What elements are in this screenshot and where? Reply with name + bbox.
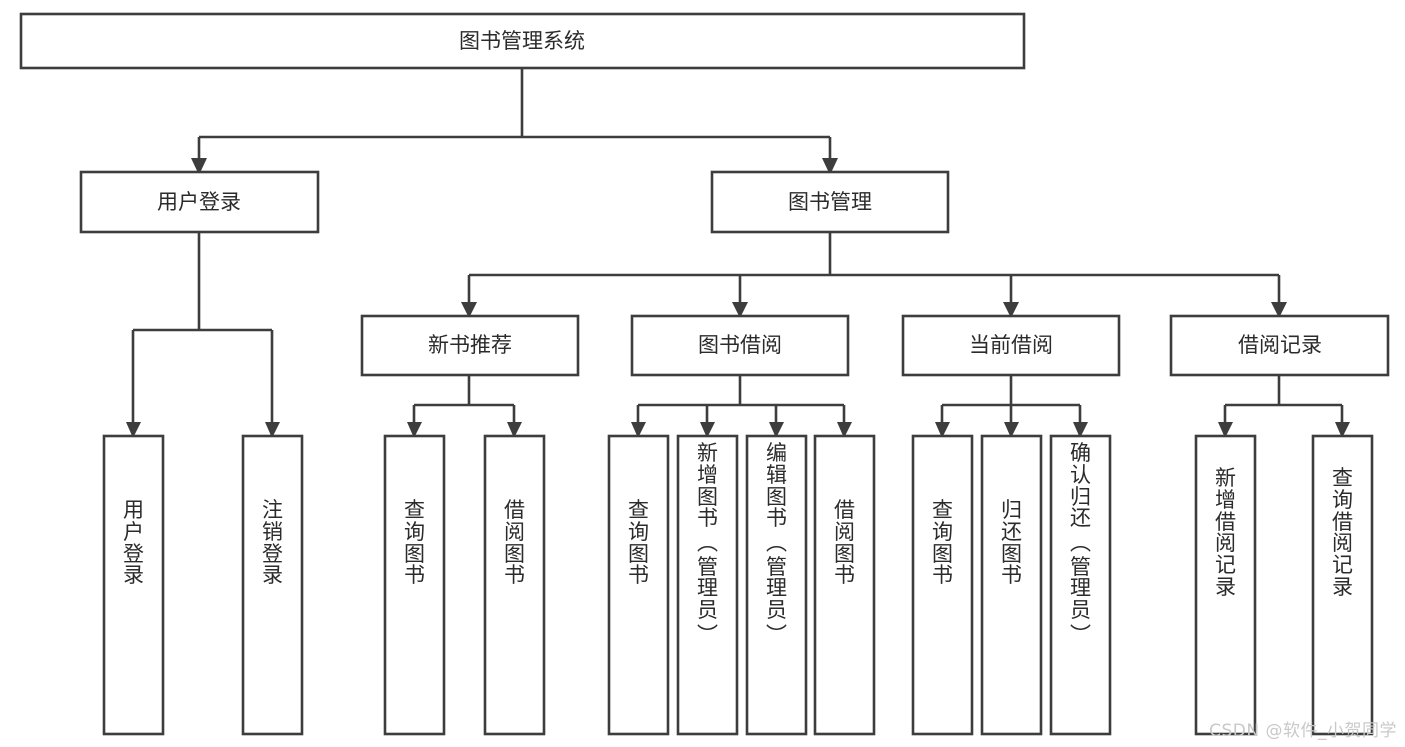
node-book-borrow[interactable]	[630, 314, 850, 377]
node-layer: 图书管理系统 用户登录 图书管理 新书推荐 图书借阅 当前借阅 借阅记录	[19, 12, 1390, 736]
connector-layer	[131, 68, 1344, 422]
arrow-icon	[1335, 422, 1350, 438]
arrow-icon	[732, 302, 748, 318]
csdn-watermark: CSDN @软件_小贺同学	[1209, 721, 1397, 741]
arrow-icon	[507, 422, 522, 438]
node-user-login[interactable]	[79, 170, 320, 234]
node-leaf-borrow-book-1[interactable]	[483, 434, 546, 736]
arrow-icon	[631, 422, 646, 438]
node-current-borrow[interactable]	[901, 314, 1121, 377]
arrow-icon	[1003, 302, 1019, 318]
arrow-icon	[265, 422, 280, 438]
connector-borrow-record-bus	[1223, 375, 1344, 422]
connector-book-manage-bus	[467, 232, 1281, 302]
connector-book-borrow-bus	[636, 375, 846, 422]
node-leaf-borrow-book-2[interactable]	[813, 434, 876, 736]
arrow-icon	[407, 422, 422, 438]
arrow-icon	[1004, 422, 1019, 438]
node-leaf-edit-book[interactable]	[745, 434, 808, 736]
node-current-borrow-label: 当前借阅	[969, 333, 1053, 357]
arrow-icon	[1271, 302, 1287, 318]
node-leaf-query-record[interactable]	[1311, 434, 1374, 736]
node-root-label: 图书管理系统	[459, 29, 585, 53]
arrow-icon	[1218, 422, 1233, 438]
node-book-manage-label: 图书管理	[788, 190, 872, 214]
arrow-icon	[822, 158, 838, 175]
node-leaf-add-record[interactable]	[1194, 434, 1257, 736]
arrow-icon	[126, 422, 141, 438]
node-borrow-record-label: 借阅记录	[1238, 333, 1322, 357]
node-new-book-recommend[interactable]	[360, 314, 580, 377]
connector-new-book-bus	[412, 375, 516, 422]
arrowhead-layer	[126, 158, 1350, 438]
node-leaf-return-book[interactable]	[980, 434, 1043, 736]
node-leaf-confirm-return[interactable]	[1049, 434, 1112, 736]
arrow-icon	[191, 158, 207, 175]
connector-user-login-bus	[131, 232, 274, 422]
connector-root-bus	[197, 68, 832, 158]
node-leaf-add-book[interactable]	[676, 434, 739, 736]
node-user-login-label: 用户登录	[157, 190, 241, 214]
connector-current-borrow-bus	[940, 375, 1082, 422]
node-book-manage[interactable]	[710, 170, 950, 234]
node-leaf-user-logout[interactable]	[241, 434, 304, 736]
arrow-icon	[769, 422, 784, 438]
node-root[interactable]	[19, 12, 1026, 70]
node-leaf-query-book-2[interactable]	[607, 434, 670, 736]
node-new-book-recommend-label: 新书推荐	[428, 333, 512, 357]
node-leaf-query-book-3[interactable]	[911, 434, 974, 736]
arrow-icon	[1073, 422, 1088, 438]
node-leaf-query-book-1[interactable]	[383, 434, 446, 736]
arrow-icon	[461, 302, 477, 318]
node-book-borrow-label: 图书借阅	[698, 333, 782, 357]
node-leaf-user-login[interactable]	[102, 434, 165, 736]
arrow-icon	[700, 422, 715, 438]
arrow-icon	[935, 422, 950, 438]
node-borrow-record[interactable]	[1169, 314, 1390, 377]
arrow-icon	[837, 422, 852, 438]
